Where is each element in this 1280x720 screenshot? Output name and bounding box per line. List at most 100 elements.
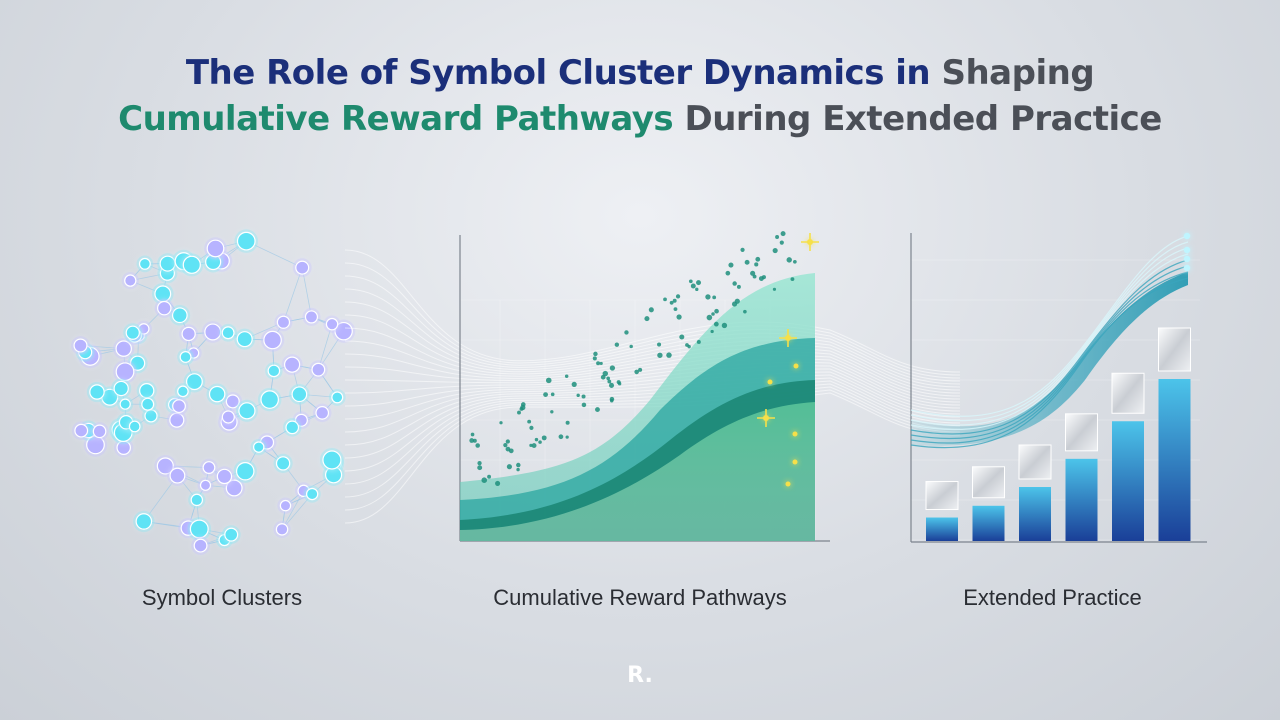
network-node xyxy=(305,487,319,501)
scatter-dot xyxy=(614,342,620,347)
scatter-dot xyxy=(669,300,674,305)
network-node xyxy=(295,260,310,275)
scatter-dot xyxy=(755,256,761,262)
network-node xyxy=(236,331,253,348)
scatter-dot xyxy=(696,339,701,344)
ribbon-line xyxy=(910,247,1189,426)
scatter-dot xyxy=(695,287,699,292)
scatter-dot xyxy=(527,419,532,424)
scatter-dot xyxy=(644,316,650,322)
network-edge xyxy=(283,267,303,323)
network-node xyxy=(202,461,216,474)
bar xyxy=(926,517,958,541)
title: The Role of Symbol Cluster Dynamics in S… xyxy=(0,50,1280,142)
ribbon-line xyxy=(910,241,1189,422)
scatter-dot xyxy=(516,467,520,472)
ribbon-line xyxy=(910,235,1189,417)
network-node xyxy=(172,399,186,414)
scatter-dot xyxy=(772,287,777,291)
pathway-scatter-dots xyxy=(469,231,797,486)
ribbon-endpoint xyxy=(1183,232,1191,240)
title-line-1-rest: Shaping xyxy=(941,53,1095,93)
scatter-dot xyxy=(534,437,539,442)
scatter-dot xyxy=(581,394,586,399)
ribbon-line xyxy=(910,265,1189,440)
scatter-dot xyxy=(506,464,512,470)
ribbon-endpoint xyxy=(1183,246,1191,254)
network-node xyxy=(190,493,204,507)
network-node xyxy=(157,300,172,316)
scatter-dot xyxy=(517,410,521,415)
ribbon-line xyxy=(910,259,1189,435)
title-line-2-rest: During Extended Practice xyxy=(684,99,1162,139)
network-node xyxy=(221,326,235,340)
flow-line xyxy=(344,386,961,498)
scatter-dot xyxy=(477,465,483,471)
network-edge xyxy=(281,490,304,530)
scatter-dot xyxy=(736,284,741,289)
bar xyxy=(1158,379,1191,541)
network-node xyxy=(263,330,282,350)
network-node xyxy=(199,479,212,491)
network-node xyxy=(253,441,265,453)
flow-lines xyxy=(344,249,961,524)
scatter-dot xyxy=(696,280,702,286)
flow-line xyxy=(344,351,961,397)
flow-line xyxy=(344,301,961,385)
scatter-dot xyxy=(657,352,663,358)
scatter-dot xyxy=(596,361,601,366)
flow-line xyxy=(344,327,961,391)
flow-line xyxy=(344,377,961,459)
scatter-dot xyxy=(609,398,614,403)
scatter-dot xyxy=(606,376,610,381)
network-node xyxy=(89,384,105,400)
network-nodes xyxy=(71,229,356,555)
flow-line xyxy=(344,354,961,400)
scatter-dot xyxy=(772,247,778,254)
flow-line xyxy=(344,275,961,379)
scatter-dot xyxy=(499,421,503,425)
scatter-dot xyxy=(495,480,501,486)
scatter-dot xyxy=(657,342,662,347)
scatter-dot xyxy=(550,392,555,397)
scatter-dot xyxy=(714,308,719,314)
pathway-chart xyxy=(459,231,830,542)
flow-line xyxy=(344,389,961,511)
sparkles xyxy=(757,233,819,487)
network-node xyxy=(225,479,243,497)
scatter-dot xyxy=(609,365,616,371)
network-node xyxy=(322,450,342,470)
scatter-dot xyxy=(519,406,524,411)
scatter-dot xyxy=(564,374,569,379)
scatter-dot xyxy=(543,392,548,398)
network-edge xyxy=(143,475,178,522)
title-line-1: The Role of Symbol Cluster Dynamics in S… xyxy=(0,50,1280,96)
scatter-dot xyxy=(758,276,764,281)
network-node xyxy=(74,423,89,438)
bar-cap xyxy=(925,481,959,511)
scatter-dot xyxy=(731,301,738,307)
network-node xyxy=(238,402,256,420)
network-node xyxy=(128,420,141,433)
network-node xyxy=(141,397,155,411)
scatter-dot xyxy=(754,262,759,267)
network-node xyxy=(185,373,203,391)
ribbon-line xyxy=(910,271,1189,444)
scatter-dot xyxy=(743,309,747,314)
pathway-band-green xyxy=(460,402,815,541)
caption-symbol-clusters: Symbol Clusters xyxy=(141,585,303,610)
flow-line xyxy=(344,365,961,409)
scatter-dot xyxy=(505,439,510,444)
flow-line xyxy=(344,288,961,382)
scatter-dot xyxy=(529,443,533,447)
network-node xyxy=(92,424,107,439)
flow-line xyxy=(344,314,961,388)
bar xyxy=(972,505,1005,541)
scatter-dot xyxy=(648,307,654,313)
scatter-dot xyxy=(541,435,547,441)
scatter-dot xyxy=(608,382,615,388)
sparkle-dot xyxy=(785,481,791,487)
network-node xyxy=(334,321,353,341)
scatter-dot xyxy=(616,380,621,385)
network-node xyxy=(179,350,192,363)
